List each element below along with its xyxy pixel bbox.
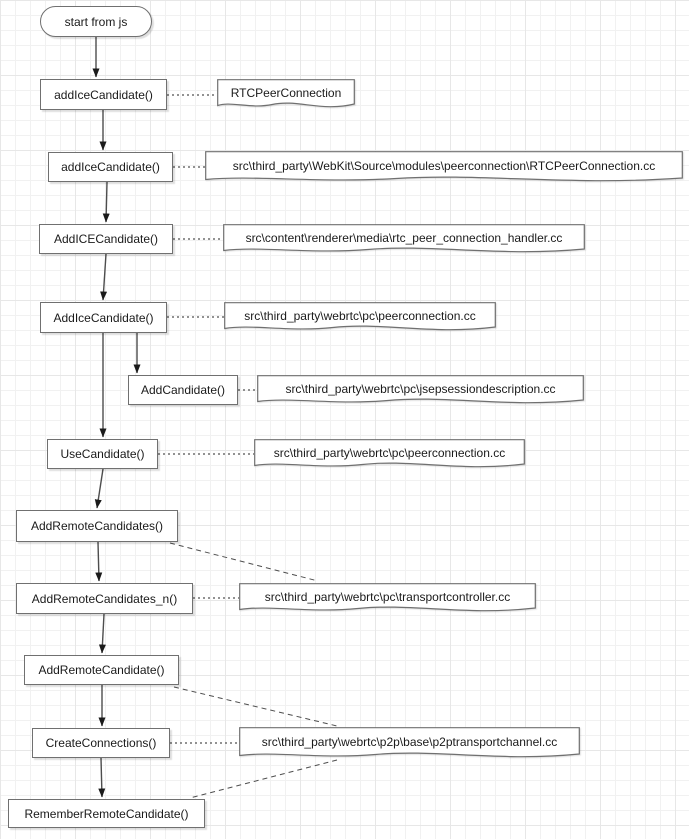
node-label: RememberRemoteCandidate() (24, 806, 189, 821)
note-outline (224, 302, 496, 331)
flow-node-createconnections[interactable]: CreateConnections() (32, 728, 170, 758)
flow-node-rememberremotecandidate[interactable]: RememberRemoteCandidate() (8, 799, 205, 828)
flow-node-addicecandidate-js[interactable]: addIceCandidate() (40, 79, 167, 110)
arrow-addremotecandidates-to-n[interactable] (95, 541, 103, 582)
flow-node-start-from-js[interactable]: start from js (40, 6, 152, 37)
node-label: AddRemoteCandidates() (30, 519, 164, 533)
flow-node-addcandidate[interactable]: AddCandidate() (128, 375, 238, 405)
flow-node-addremotecandidate[interactable]: AddRemoteCandidate() (24, 655, 179, 685)
note-label: src\third_party\webrtc\pc\jsepsessiondes… (285, 382, 556, 396)
note-outline (239, 727, 580, 758)
node-label: UseCandidate() (60, 447, 145, 461)
note-outline (217, 79, 355, 108)
note-label: src\third_party\WebKit\Source\modules\pe… (232, 159, 656, 173)
note-label: src\third_party\webrtc\p2p\base\p2ptrans… (261, 735, 558, 749)
link-p2p-note-remember[interactable] (189, 759, 338, 799)
note-outline (254, 439, 525, 468)
flow-node-addicecandidate-peerconnection[interactable]: AddIceCandidate() (40, 302, 167, 333)
note-peerconnection-cc-1[interactable]: src\third_party\webrtc\pc\peerconnection… (224, 302, 496, 331)
note-p2ptransportchannel-cc[interactable]: src\third_party\webrtc\p2p\base\p2ptrans… (239, 727, 580, 758)
flow-node-addicecandidate-handler[interactable]: AddICECandidate() (39, 224, 173, 254)
flow-node-addicecandidate-webkit[interactable]: addIceCandidate() (48, 152, 173, 182)
link-addremotecandidates-transportcontroller-note[interactable] (169, 542, 319, 582)
note-label: src\third_party\webrtc\pc\transportcontr… (264, 590, 511, 604)
flow-node-addremotecandidates[interactable]: AddRemoteCandidates() (16, 510, 178, 542)
note-rtcpeerconnection-class[interactable]: RTCPeerConnection (217, 79, 355, 108)
note-outline (257, 375, 584, 404)
arrow-createconnections-to-remember[interactable] (98, 757, 106, 798)
node-label: start from js (64, 14, 128, 29)
arrow-n-to-addremotecandidate[interactable] (98, 613, 106, 654)
note-transportcontroller-cc[interactable]: src\third_party\webrtc\pc\transportcontr… (239, 583, 536, 612)
node-label: addIceCandidate() (54, 87, 153, 102)
arrow-webkit-to-handler[interactable] (102, 181, 110, 223)
note-rtcpeerconnection-cc[interactable]: src\third_party\WebKit\Source\modules\pe… (205, 151, 683, 182)
node-label: AddRemoteCandidate() (38, 663, 165, 677)
note-outline (205, 151, 683, 182)
note-label: src\third_party\webrtc\pc\peerconnection… (244, 309, 476, 323)
node-label: AddRemoteCandidates_n() (31, 591, 178, 606)
note-peerconnection-cc-2[interactable]: src\third_party\webrtc\pc\peerconnection… (254, 439, 525, 468)
node-label: AddICECandidate() (53, 232, 159, 246)
arrow-handler-to-peerconnection[interactable] (100, 253, 108, 301)
node-label: CreateConnections() (45, 736, 157, 750)
node-label: AddCandidate() (140, 383, 226, 397)
link-addremotecandidate-p2p-note[interactable] (173, 686, 338, 727)
note-label: RTCPeerConnection (230, 86, 342, 100)
note-jsepsessiondescription-cc[interactable]: src\third_party\webrtc\pc\jsepsessiondes… (257, 375, 584, 404)
flow-node-usecandidate[interactable]: UseCandidate() (47, 439, 158, 469)
note-label: src\third_party\webrtc\pc\peerconnection… (273, 446, 506, 460)
node-label: addIceCandidate() (61, 160, 160, 174)
note-label: src\content\renderer\media\rtc_peer_conn… (245, 231, 563, 245)
note-outline (223, 224, 585, 253)
note-outline (239, 583, 536, 612)
arrow-usecandidate-to-addremotecandidates[interactable] (94, 468, 104, 509)
flow-node-addremotecandidates-n[interactable]: AddRemoteCandidates_n() (16, 583, 193, 614)
note-rtc-peer-connection-handler-cc[interactable]: src\content\renderer\media\rtc_peer_conn… (223, 224, 585, 253)
node-label: AddIceCandidate() (53, 310, 154, 325)
